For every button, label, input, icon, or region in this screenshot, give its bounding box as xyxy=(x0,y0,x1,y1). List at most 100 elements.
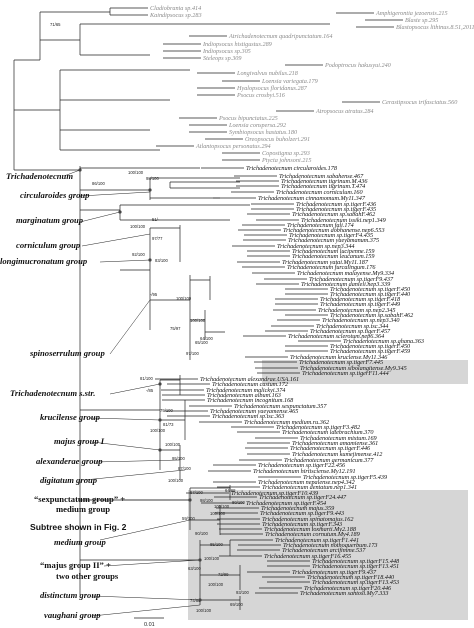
node-dot xyxy=(148,258,152,262)
ingroup-tip-label: Trichadenotecnum sp.tigerF7.445 xyxy=(299,359,383,366)
support-value: 80/100 xyxy=(232,500,245,505)
support-value: 59/100 xyxy=(182,516,195,521)
outgroup-tip-label: Hyalopsocus floridanus.287 xyxy=(236,85,308,92)
outgroup-tip-label: Copostigma sp.293 xyxy=(262,150,310,157)
label-digitatum-group: digitatum group xyxy=(40,475,98,485)
outgroup-tip-label: Steleops sp.309 xyxy=(203,55,242,62)
node-dot xyxy=(118,210,122,214)
scale-bar-label: 0.01 xyxy=(144,622,155,628)
outgroup-tip-label: Kaindipsocus sp.283 xyxy=(149,12,202,19)
ingroup-tip-label: Trichadenotecnum sp.tigerF11.444 xyxy=(302,370,389,377)
support-value: -/85 xyxy=(146,388,154,393)
ingroup-tip-label: Trichadenotecnum fali.174 xyxy=(287,222,354,229)
ingroup-tip-label: Trichadenotecnum hirtisciense.My12.191 xyxy=(253,468,356,475)
node-dot xyxy=(158,418,162,422)
support-value: 98/100 xyxy=(146,176,159,181)
ingroup-tip-label: Trichadenotecnum issiki.nep1.349 xyxy=(301,217,386,224)
support-value: 93/100 xyxy=(236,590,249,595)
node-dot xyxy=(198,558,202,562)
support-value: 67/100 xyxy=(190,490,203,495)
support-value: 100/100 xyxy=(130,224,146,229)
group-leader-line xyxy=(83,469,186,481)
group-leader-line xyxy=(81,233,151,247)
ingroup-tip-label: Trichadenotecnum sp.tigerF5.439 xyxy=(303,474,387,481)
ingroup-tip-label: Trichadenotecnum sp.nep3.340 xyxy=(322,317,400,324)
ingroup-tip-label: Trichadenotecnum leucanum.159 xyxy=(292,253,375,260)
ingroup-tip-label: Trichadenotecnum sp.tigerF13.451 xyxy=(312,563,399,570)
ingroup-tip-label: Trichadenotecnum kumejimense.412 xyxy=(292,451,382,458)
group-leader-line xyxy=(79,211,121,223)
support-value: 71/65 xyxy=(50,22,61,27)
label-spinoserrulum-group: spinoserrulum group xyxy=(29,348,105,358)
ingroup-tip-label: Trichadenotecnum sp.tigerF.450 xyxy=(330,343,411,350)
ingroup-tip-label: Trichadenotecnum tigrinum.M.436 xyxy=(281,178,368,185)
ingroup-tip-label: Trichadenotecnum sp.tigerF.446 xyxy=(290,445,371,452)
group-leader-line xyxy=(91,441,161,451)
ingroup-tip-label: Trichadenotecnum sp.tigerF20.446 xyxy=(304,585,392,592)
support-value: 79/100 xyxy=(160,408,173,413)
label-trichadenotecnum-sstr: Trichadenotecnum s.str. xyxy=(10,388,95,398)
ingroup-tip-label: Trichadenotecnum sp.tigerF.440 xyxy=(330,291,411,298)
outgroup-tip-label: Symbiopsocus hastatus.180 xyxy=(229,129,298,136)
outgroup-tip-label: Oreopsocus buholzeri.291 xyxy=(245,136,310,143)
ingroup-tip-label: Trichadenotecnum germanicum.377 xyxy=(284,457,374,464)
outgroup-tip-label: Psocus crosbyi.516 xyxy=(236,92,286,99)
ingroup-tip-label: Trichadenotecnum sp.tigerF.450 xyxy=(330,286,411,293)
support-value: 72/99 xyxy=(218,572,229,577)
group-leader-line xyxy=(91,595,201,601)
ingroup-tip-label: Trichadenotecnum cornutum.My4.189 xyxy=(265,531,360,538)
ingroup-tip-label: Trichadenotecnum sp.tigerF.454 xyxy=(246,500,326,507)
ingroup-tip-label: Trichadenotecnum sp.tigerF.435 xyxy=(296,206,376,213)
ingroup-tip-label: Trichadenotecnum sp.tigerF.343 xyxy=(262,521,342,528)
ingroup-tip-label: Trichadenotecnum sp.tsc.363 xyxy=(212,413,284,420)
group-leader-line xyxy=(109,299,151,355)
label-marginatum-group: marginatum group xyxy=(16,215,84,225)
ingroup-tip-label: Trichadenotecnum furcalingum.176 xyxy=(287,264,376,271)
ingroup-tip-label: Trichadenotecnum sp.tigerF9.437 xyxy=(292,569,377,576)
outgroup-tip-label: Cladiobrania sp.414 xyxy=(150,5,201,12)
ingroup-tip-label: Trichadenotecnum sp.tsc.344 xyxy=(316,323,388,330)
ingroup-tip-label: Trichadenotecnum sp.tigerF13.453 xyxy=(312,579,399,586)
ingroup-tip-label: Trichadenotecnum sp.nep2.345 xyxy=(318,307,396,314)
label-corniculum-group: corniculum group xyxy=(16,240,81,250)
group-leader-line xyxy=(79,191,151,197)
ingroup-tip-label: Trichadenotecnum sp.tigerF1.441 xyxy=(275,537,359,544)
ingroup-tip-label: Trichadenotecnum sexpunctatum.357 xyxy=(234,403,327,410)
support-value: 51/- xyxy=(152,217,160,222)
highlight-box-distinctum xyxy=(188,490,468,620)
support-value: 100/100 xyxy=(190,318,206,323)
label-krucilense-group: krucilense group xyxy=(40,412,101,422)
group-leader-line xyxy=(63,169,81,177)
ingroup-tip-label: Trichadenotecnum sp.tigerF18.440 xyxy=(307,574,395,581)
outgroup-tip-label: Podoptrocus hakusyui.240 xyxy=(324,62,392,69)
outgroup-tip-label: Loensia variegata.179 xyxy=(261,78,318,85)
label-medium-group: medium group xyxy=(54,537,107,547)
label-subtree-fig2: Subtree shown in Fig. 2 xyxy=(30,522,127,532)
ingroup-tip-label: Trichadenotecnum dentatum.nep1.341 xyxy=(262,484,357,491)
support-value: 100/100 xyxy=(176,296,192,301)
ingroup-tip-label: Trichadenotecnum malickyi.374 xyxy=(206,387,285,394)
ingroup-tip-label: Trichadenotecnum yaeyamense.465 xyxy=(210,408,298,415)
ingroup-tip-label: Trichadenotecnum sp.tigerF.436 xyxy=(296,201,377,208)
ingroup-tip-label: Trichadenotecnum sp.sabahF.462 xyxy=(330,312,413,319)
ingroup-tip-label: Trichadenotecnum sp.tigerF24.447 xyxy=(259,494,347,501)
support-value: 64/100 xyxy=(200,336,213,341)
group-leader-line xyxy=(99,259,151,263)
ingroup-tip-label: Trichadenotecnum medium.ru.362 xyxy=(244,419,329,426)
ingroup-tip-label: Trichadenotecnum dobhanense.nep6.553 xyxy=(283,227,385,234)
support-value: 74/85 xyxy=(190,598,201,603)
label-majus-group-2: “majus group II” + xyxy=(40,560,111,570)
support-value: 81/73 xyxy=(163,422,174,427)
label-longimucronatum-group: longimucronatum group xyxy=(0,256,88,266)
support-value: 100/100 xyxy=(214,504,230,509)
outgroup-tip-label: Blastopsocus lithinus.8.51,2011.11 xyxy=(396,24,474,31)
ingroup-tip-label: Trichadenotecnum sp.tigerF.459 xyxy=(330,348,410,355)
group-leader-line xyxy=(91,604,201,617)
node-dot xyxy=(78,168,82,172)
ingroup-tip-label: Trichadenotecnum castum.172 xyxy=(212,381,288,388)
ingroup-tip-label: Trichadenotecnum cinnamomum.My11.347 xyxy=(258,195,366,202)
highlight-box-sstr xyxy=(262,360,468,384)
support-value: 81/100 xyxy=(140,376,153,381)
ingroup-tip-label: Trichadenotecnum sp.tigerF9.443 xyxy=(260,510,344,517)
